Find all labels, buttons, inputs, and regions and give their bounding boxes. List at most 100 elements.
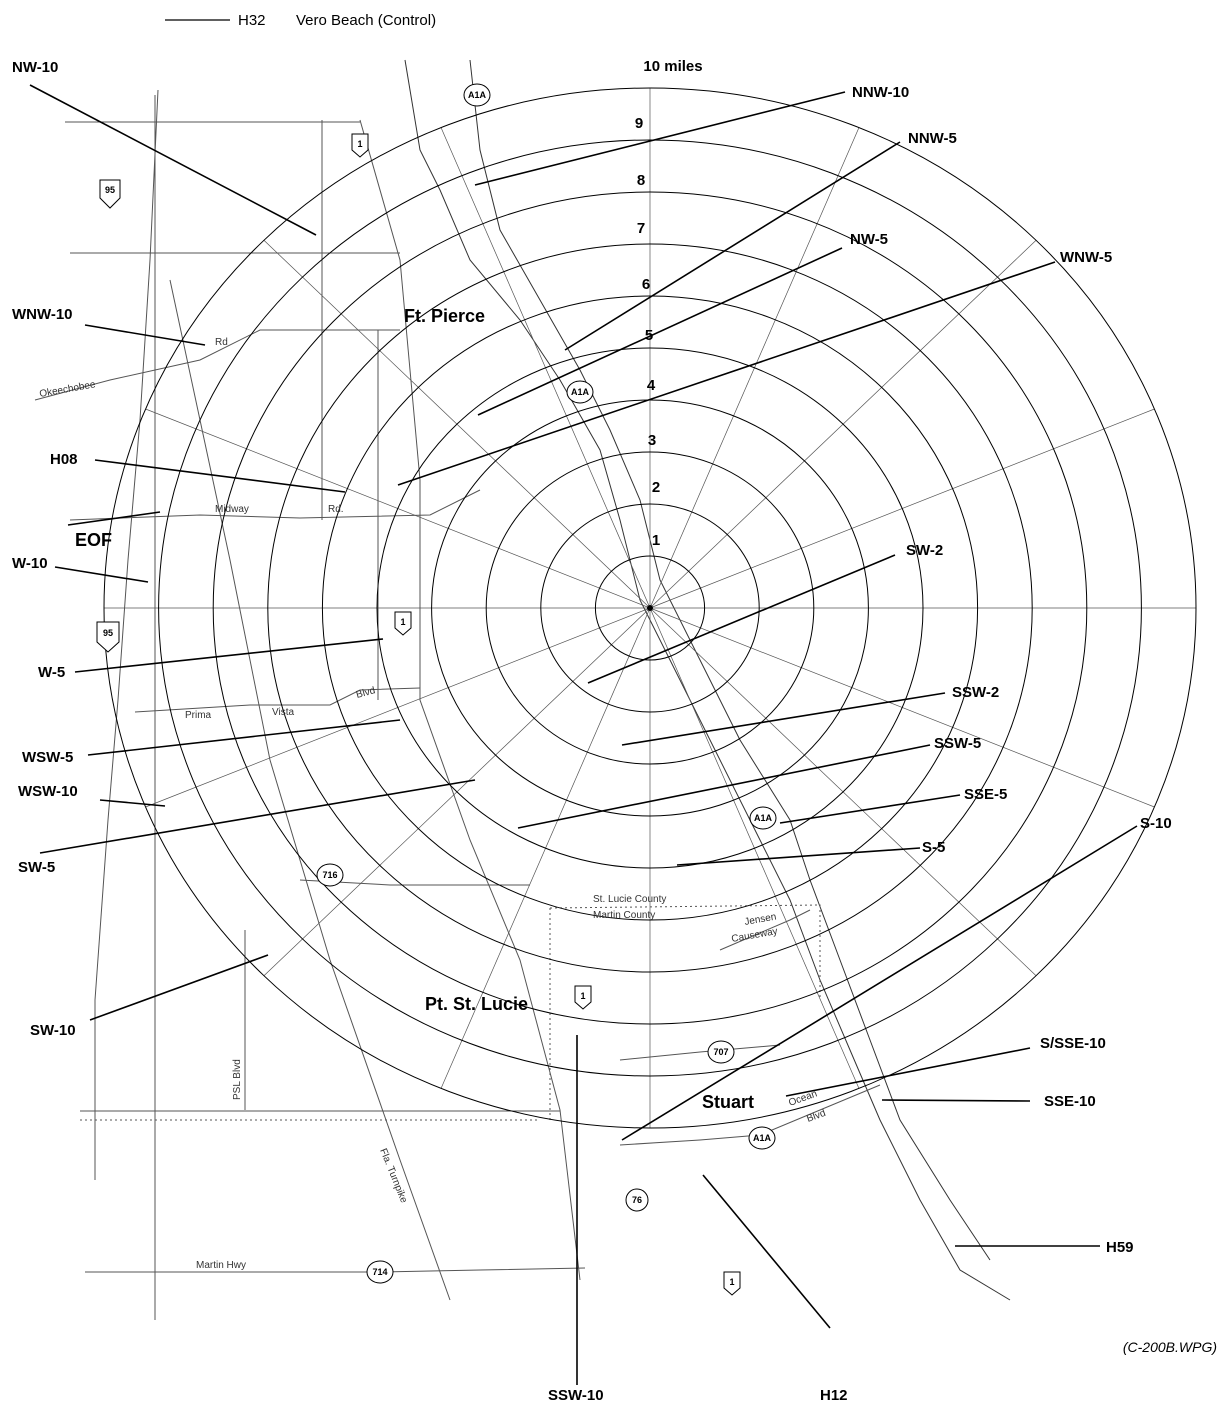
plant-center-marker — [647, 605, 653, 611]
county-line-east — [549, 904, 821, 1000]
road-label-vista: Vista — [272, 707, 294, 718]
road-label-ocean-blvd: Blvd — [805, 1108, 827, 1125]
okeechobee-road — [34, 329, 400, 401]
figure-id: (C-200B.WPG) — [1123, 1339, 1217, 1355]
label-nnw10: NNW-10 — [852, 84, 909, 101]
ssw2-line — [621, 692, 946, 746]
svg-text:1: 1 — [580, 991, 585, 1001]
distance-rings — [103, 87, 1197, 1129]
jensen-causeway — [719, 909, 811, 951]
label-sw5: SW-5 — [18, 859, 55, 876]
city-stuart: Stuart — [702, 1092, 754, 1112]
label-h08: H08 — [50, 451, 78, 468]
ring-label-8: 8 — [637, 172, 645, 189]
shield-sr714: 714 — [366, 1260, 394, 1284]
distance-ring-6 — [321, 295, 979, 921]
legend-text: Vero Beach (Control) — [296, 12, 436, 29]
road-label-psl-blvd: PSL Blvd — [232, 1059, 243, 1100]
sector-lines — [29, 84, 1138, 1385]
ring-label-9: 9 — [635, 115, 643, 132]
distance-ring-8 — [212, 191, 1088, 1025]
label-sse5: SSE-5 — [964, 786, 1007, 803]
label-wsw10: WSW-10 — [18, 783, 78, 800]
distance-ring-5 — [376, 347, 924, 869]
distance-ring-3 — [485, 451, 815, 765]
label-ssw10: SSW-10 — [548, 1387, 604, 1404]
legend-code: H32 — [238, 12, 266, 29]
road-label-causeway: Causeway — [731, 926, 779, 945]
shield-us1-psl: 1 — [574, 985, 592, 1010]
svg-text:714: 714 — [372, 1267, 387, 1277]
label-sse10: SSE-10 — [1044, 1093, 1096, 1110]
shield-sr716: 716 — [316, 863, 344, 887]
ring-label-5: 5 — [645, 327, 653, 344]
highway-shields: 95 95 A1A A1A A1A A1A 1 1 — [96, 83, 777, 1296]
sw10-line — [89, 954, 269, 1021]
svg-text:76: 76 — [632, 1195, 642, 1205]
distance-ring-7 — [267, 243, 1033, 973]
label-sw2: SW-2 — [906, 542, 943, 559]
wsw10-line — [99, 799, 166, 807]
legend: H32 Vero Beach (Control) — [165, 12, 436, 29]
sse5-line — [779, 794, 961, 824]
nnw5-line — [564, 141, 901, 351]
label-s10: S-10 — [1140, 815, 1172, 832]
label-wsw5: WSW-5 — [22, 749, 73, 766]
svg-text:A1A: A1A — [753, 1133, 772, 1143]
wnw10-line — [84, 324, 206, 346]
label-s5: S-5 — [922, 839, 945, 856]
shield-us1-north: 1 — [351, 133, 369, 158]
shield-sr707: 707 — [707, 1040, 735, 1064]
s5-line — [676, 847, 921, 866]
wsw5-line — [87, 719, 401, 756]
barrier-island — [469, 59, 991, 1261]
shield-a1a-mid: A1A — [566, 380, 594, 404]
road-label-prima: Prima — [185, 710, 212, 721]
us1-road — [359, 119, 581, 1281]
distance-ring-2 — [540, 503, 760, 713]
ring-label-2: 2 — [652, 479, 660, 496]
svg-text:95: 95 — [103, 628, 113, 638]
road-label-turnpike: Fla. Turnpike — [377, 1147, 409, 1205]
label-wnw10: WNW-10 — [12, 306, 73, 323]
label-s-sse10: S/SSE-10 — [1040, 1035, 1106, 1052]
ring-labels: 1 2 3 4 5 6 7 8 9 10 miles — [635, 58, 703, 549]
martin-hwy — [85, 1267, 586, 1273]
nw10-line — [29, 84, 317, 236]
svg-text:A1A: A1A — [754, 813, 773, 823]
city-pt-st-lucie: Pt. St. Lucie — [425, 994, 528, 1014]
label-h12: H12 — [820, 1387, 848, 1404]
sw2-line — [587, 554, 896, 684]
shield-a1a-north: A1A — [463, 83, 491, 107]
road-network — [34, 59, 1011, 1320]
label-h59: H59 — [1106, 1239, 1134, 1256]
sw5-line — [39, 779, 476, 854]
svg-text:707: 707 — [713, 1047, 728, 1057]
ring-label-7: 7 — [637, 220, 645, 237]
svg-text:716: 716 — [322, 870, 337, 880]
sector-labels: NW-10 NNW-10 NNW-5 NW-5 WNW-5 WNW-10 H08… — [12, 59, 1172, 1404]
sse10-line — [881, 1099, 1031, 1102]
road-label-ocean: Ocean — [787, 1088, 818, 1108]
ssw5-line — [517, 744, 931, 829]
ring-label-3: 3 — [648, 432, 656, 449]
label-w5: W-5 — [38, 664, 65, 681]
road-label-midway: Midway — [215, 504, 249, 515]
s-sse10-line — [785, 1047, 1031, 1097]
shield-a1a-south: A1A — [749, 806, 777, 830]
svg-text:A1A: A1A — [571, 387, 590, 397]
road-label-martin-county: Martin County — [593, 910, 655, 921]
road-label-rd: Rd — [215, 337, 228, 348]
wnw5-line — [397, 261, 1056, 486]
w10-line — [54, 566, 149, 583]
road-labels: Okeechobee Rd Midway Rd. Prima Vista Blv… — [39, 337, 828, 1271]
shield-us1-mid: 1 — [394, 611, 412, 636]
label-nnw5: NNW-5 — [908, 130, 957, 147]
road-label-blvd: Blvd — [355, 685, 377, 701]
shield-i95-south: 95 — [96, 621, 120, 653]
label-w10: W-10 — [12, 555, 48, 572]
city-ft-pierce: Ft. Pierce — [404, 306, 485, 326]
ring-label-6: 6 — [642, 276, 650, 293]
shield-i95-north: 95 — [99, 179, 121, 209]
eof-line — [67, 511, 161, 526]
